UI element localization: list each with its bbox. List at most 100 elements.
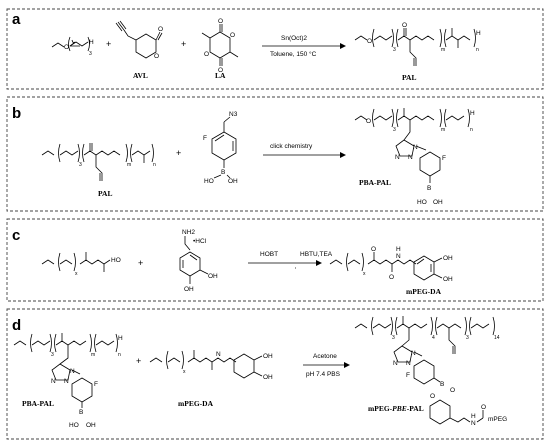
panel-d: d 3 m H n N N N F B [6,308,544,440]
condition-acetone: Acetone [313,353,337,360]
subscript-3: 3 [392,335,395,341]
atom-n3: N3 [229,111,238,118]
atom-o: O [371,246,376,253]
atom-f: F [203,135,207,142]
atom-oh: HO [111,257,121,264]
atom-ho: HO [204,178,214,185]
atom-n: N [64,378,69,385]
subscript-m: m [441,47,445,53]
reaction-arrow-b [263,152,346,158]
atom-o: O [218,67,223,74]
compound-name-la: LA [215,71,226,80]
atom-oh: OH [208,273,218,280]
azido-pba-structure: N3 F B HO OH [203,111,238,185]
subscript-3: 3 [393,47,396,53]
pba-pal-reactant-structure: 3 m H n N N N F B HO OH [13,333,123,429]
atom-nh2: NH2 [182,229,195,236]
condition-hbtu: HBTU,TEA [300,251,333,258]
subscript-x: x [183,369,186,375]
pba-pal-product-structure: O 3 m H n N N N F B HO [354,108,475,206]
atom-o: O [367,38,372,45]
atom-h: H [471,413,476,420]
subscript-m: m [91,352,95,358]
condition-catalyst: Sn(Oct)2 [281,35,307,42]
subscript-n: n [476,47,479,53]
compound-name-pal: PAL [98,189,112,198]
compound-name-mpeg-da: mPEG-DA [406,287,442,296]
atom-f: F [94,381,98,388]
atom-o: O [154,53,159,60]
atom-o: O [366,118,371,125]
subscript-m: m [441,127,445,133]
atom-f: F [406,372,410,379]
atom-n: N [411,350,416,357]
atom-n: N [393,360,398,367]
subscript-3: 3 [79,162,82,168]
mpeg-initiator-structure: O H 3 [51,36,94,57]
atom-n: N [216,351,221,358]
subscript-x: x [75,271,78,277]
mpeg-da-reactant-structure: x N OH OH [149,350,273,381]
subscript-m: m [127,162,131,168]
atom-n: N [51,378,56,385]
atom-h: H [89,39,94,46]
condition-hobt: HOBT [260,251,278,258]
compound-name-avl: AVL [133,71,148,80]
atom-o: O [402,22,407,29]
atom-o: O [204,51,209,58]
atom-n: N [408,154,413,161]
atom-b: B [79,409,83,416]
compound-name-pal: PAL [402,73,416,82]
atom-oh: OH [443,276,453,283]
panel-a-letter: a [12,11,21,28]
la-structure: O O O O [201,18,239,74]
atom-o: O [481,404,486,411]
panel-b-frame [6,96,544,212]
atom-oh: OH [228,178,238,185]
reaction-arrow-c1 [248,260,322,266]
plus-sign: + [106,39,111,49]
panel-c-frame [6,218,544,302]
atom-h: H [118,335,123,342]
atom-h: H [396,246,401,253]
subscript-n: n [153,162,156,168]
atom-n: N [395,154,400,161]
atom-oh: OH [86,422,96,429]
condition-click: click chemistry [270,143,313,150]
atom-n: N [406,360,411,367]
condition-pbs: pH 7.4 PBS [306,371,341,378]
atom-f: F [442,155,446,162]
compound-name-pba-pal: PBA-PAL [359,178,391,187]
atom-n: N [70,368,75,375]
atom-b: B [221,169,225,176]
atom-oh: OH [433,199,443,206]
atom-o: O [430,393,435,400]
subscript-3: 3 [393,127,396,133]
atom-oh: OH [263,353,273,360]
subscript-3: 3 [51,352,54,358]
atom-n: N [471,420,476,427]
mpeg-pbe-pal-product-structure: 3 4 3 14 N N N F B [354,316,507,427]
atom-n: N [396,253,401,260]
condition-solvent-temp: Toluene, 150 °C [270,50,317,58]
panel-a-frame [6,8,544,90]
panel-a: a O H 3 + O O AVL + [6,8,544,90]
atom-ho: HO [417,199,427,206]
compound-name-mpeg-da: mPEG-DA [178,399,214,408]
subscript-n: n [118,352,121,358]
pal-reactant-structure: 3 m n [41,143,156,181]
mpeg-da-product-structure: x O O N H OH OH [329,246,453,283]
dopamine-hcl-structure: NH2 •HCl OH OH [179,229,218,293]
atom-oh: OH [263,374,273,381]
atom-o: O [158,26,163,33]
reaction-arrow-a [262,43,346,49]
atom-ho: OH [184,286,194,293]
atom-b: B [427,185,431,192]
panel-b: b 3 m n PAL + [6,96,544,212]
atom-o: O [218,18,223,25]
atom-n: N [413,144,418,151]
plus-sign: + [181,39,186,49]
atom-ho: HO [69,422,79,429]
atom-oh: OH [443,255,453,262]
atom-o: O [230,32,235,39]
